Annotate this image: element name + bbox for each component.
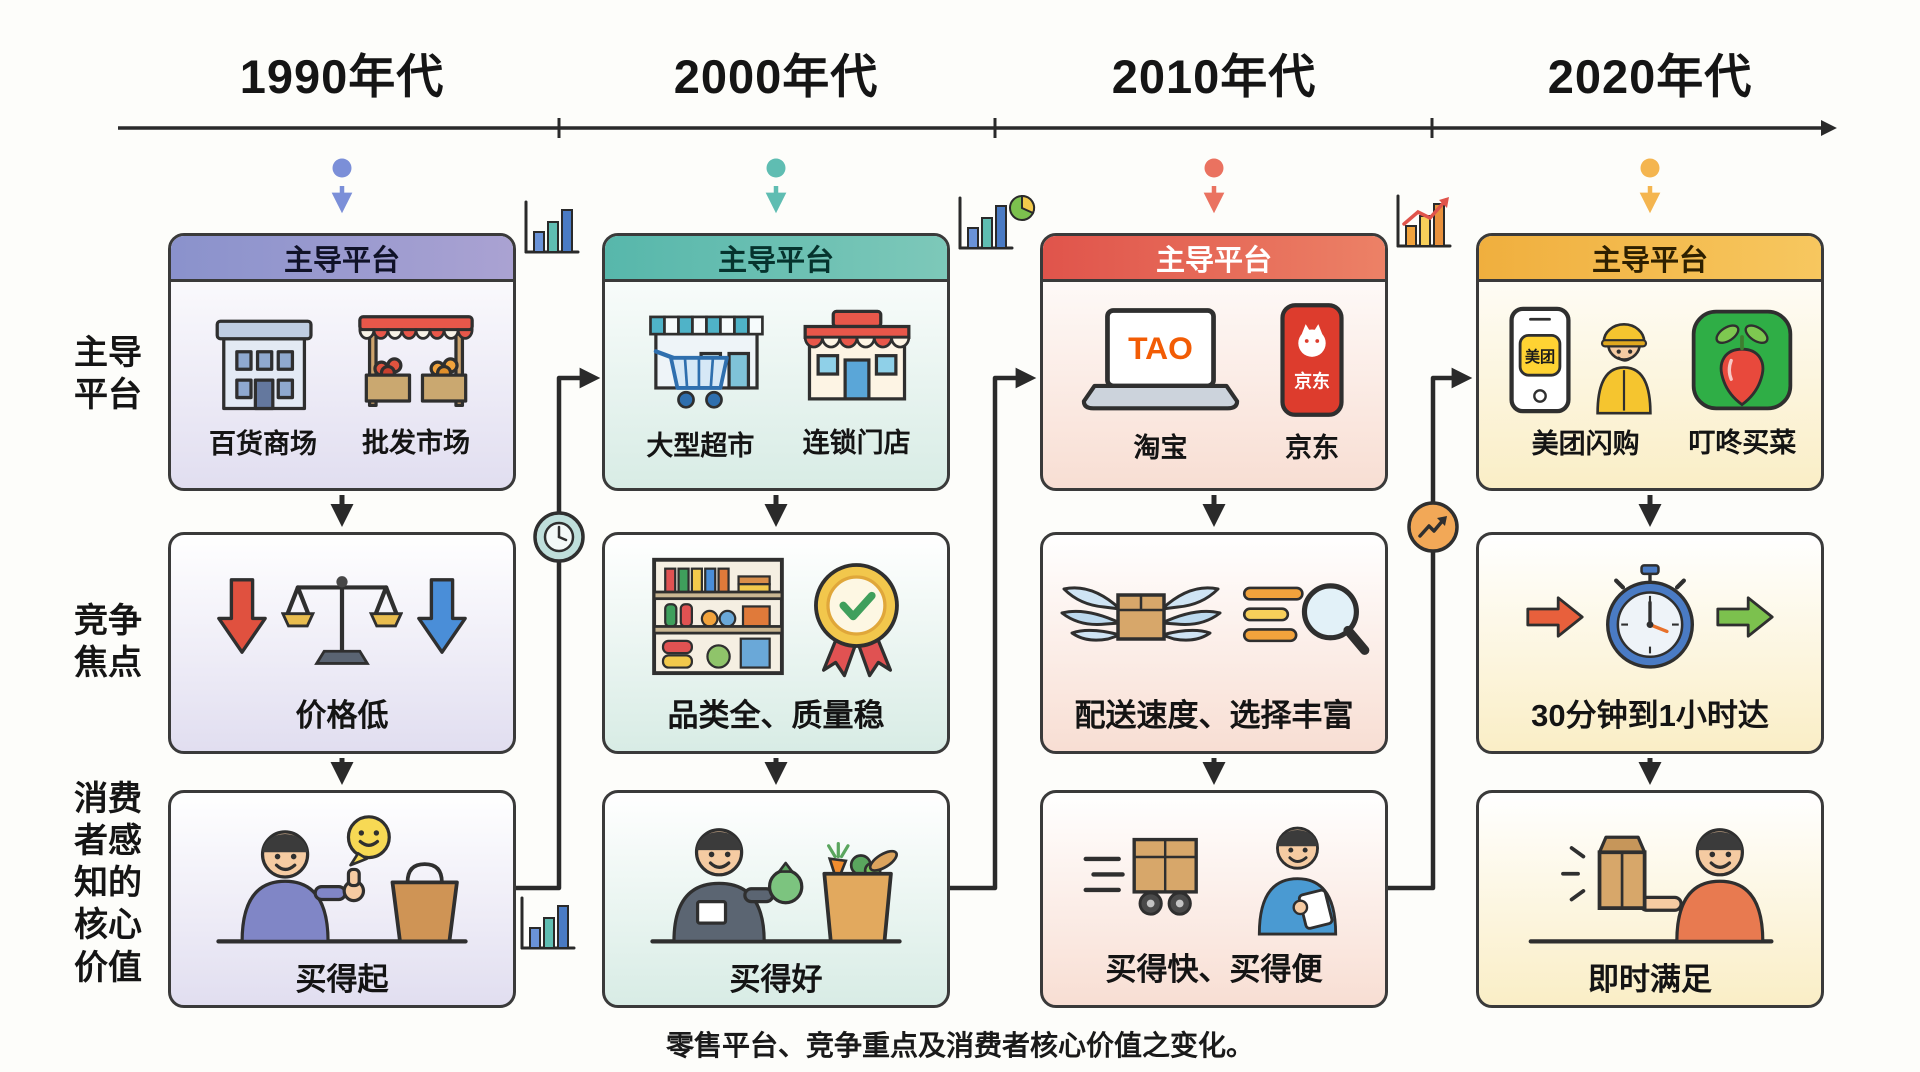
chain-store-icon (792, 306, 922, 414)
mini-chart-pie-icon (958, 194, 1036, 250)
platform-item-label: 淘宝 (1133, 433, 1188, 463)
jd-screen-text: 京东 (1294, 370, 1330, 391)
decade-marker-2000s (765, 158, 787, 214)
flow-arrows (330, 367, 1662, 891)
happy-customer-thumbs-up-icon (192, 805, 492, 950)
platform-item-jd: 京东 京东 (1274, 301, 1350, 465)
competition-box-2000s: 品类全、质量稳 (602, 532, 950, 754)
jd-phone-icon: 京东 (1274, 301, 1350, 419)
row-label-competition: 竞争 焦点 (74, 602, 142, 683)
competition-label: 价格低 (295, 698, 389, 733)
competition-box-1990s: 价格低 (168, 532, 516, 754)
balance-scale-icon (281, 563, 403, 671)
platform-box-header: 主导平台 (1043, 236, 1385, 282)
decade-label-2000s: 2000年代 (673, 50, 879, 103)
value-label: 买得起 (295, 962, 389, 997)
mini-bar-chart-icon (520, 896, 576, 950)
stocked-shelves-icon (643, 553, 793, 681)
platform-box-2000s: 主导平台 (602, 233, 950, 491)
platform-item-label: 美团闪购 (1531, 429, 1640, 459)
competition-label: 品类全、质量稳 (667, 698, 885, 733)
competition-box-2020s: 30分钟到1小时达 (1476, 532, 1824, 754)
value-label: 买得好 (729, 962, 823, 997)
meituan-phone-icon: 美团 (1504, 305, 1576, 415)
platform-item-chain-store: 连锁门店 (792, 306, 922, 460)
department-store-icon (203, 306, 323, 415)
decade-label-2020s: 2020年代 (1547, 50, 1753, 103)
value-label: 买得快、买得便 (1105, 952, 1323, 987)
platform-box-header: 主导平台 (1479, 236, 1821, 282)
platform-item-label: 大型超市 (646, 430, 755, 461)
value-box-1990s: 买得起 (168, 790, 516, 1008)
mini-trend-chart-icon (1396, 194, 1452, 248)
stopwatch-icon (1599, 562, 1701, 672)
competition-label: 30分钟到1小时达 (1531, 698, 1769, 733)
value-box-2020s: 即时满足 (1476, 790, 1824, 1008)
platform-item-taobao: TAO 淘宝 (1078, 301, 1243, 465)
value-label: 即时满足 (1588, 962, 1712, 997)
platform-box-header: 主导平台 (605, 236, 947, 282)
platform-item-meituan: 美团 (1504, 305, 1668, 461)
price-down-red-arrow-icon (215, 576, 269, 657)
speed-arrow-green-icon (1713, 589, 1777, 645)
shopping-bag-icon (390, 880, 459, 944)
competition-box-2010s: 配送速度、选择丰富 (1040, 532, 1388, 754)
market-stall-icon (351, 306, 481, 414)
platform-box-header: 主导平台 (171, 236, 513, 282)
winged-parcel-icon (1056, 567, 1226, 667)
platform-box-2020s: 主导平台 美团 (1476, 233, 1824, 491)
customer-money-bag-icon (626, 805, 926, 950)
customer-mobile-icon (1245, 808, 1350, 937)
timeline-axis (118, 118, 1837, 138)
quality-badge-icon (805, 554, 909, 680)
taobao-screen-text: TAO (1128, 330, 1193, 366)
platform-item-label: 百货商场 (209, 428, 317, 459)
value-box-2000s: 买得好 (602, 790, 950, 1008)
decade-marker-2010s (1203, 158, 1225, 214)
decade-label-1990s: 1990年代 (239, 50, 445, 103)
growth-badge-icon (1407, 501, 1459, 553)
meituan-app-text: 美团 (1525, 348, 1555, 366)
mini-bar-chart-icon (524, 200, 580, 254)
value-box-2010s: 买得快、买得便 (1040, 790, 1388, 1008)
row-label-value: 消费 者感 知的 核心 价值 (74, 780, 142, 987)
instant-package-icon (1500, 805, 1800, 950)
price-down-blue-arrow-icon (415, 576, 469, 657)
supermarket-cart-icon (630, 304, 770, 417)
satisfied-customer-icon (1675, 879, 1765, 944)
decade-marker-2020s (1639, 158, 1661, 214)
taobao-laptop-icon: TAO (1078, 301, 1243, 419)
clock-badge-icon (533, 511, 585, 563)
figure-caption: 零售平台、竞争重点及消费者核心价值之变化。 (665, 1030, 1254, 1061)
competition-label: 配送速度、选择丰富 (1074, 698, 1354, 733)
grocery-bag-icon (827, 857, 848, 887)
platform-item-wholesale-market: 批发市场 (351, 306, 481, 460)
rolling-parcel-icon (1078, 822, 1233, 924)
platform-item-label: 叮咚买菜 (1688, 428, 1797, 458)
platform-item-supermarket: 大型超市 (630, 304, 770, 463)
decade-label-2010s: 2010年代 (1111, 50, 1317, 103)
delivery-rider-icon (1580, 305, 1668, 415)
platform-item-department-store: 百货商场 (203, 306, 323, 461)
platform-item-dingdong: 叮咚买菜 (1688, 306, 1796, 460)
search-options-icon (1238, 565, 1373, 669)
dingdong-radish-app-icon (1688, 306, 1796, 414)
platform-box-1990s: 主导平台 百货商场 (168, 233, 516, 491)
row-label-platform: 主导 平台 (74, 334, 142, 415)
platform-box-2010s: 主导平台 TAO 淘宝 (1040, 233, 1388, 491)
speed-arrow-red-icon (1523, 589, 1587, 645)
decade-marker-1990s (331, 158, 353, 214)
platform-item-label: 批发市场 (362, 428, 470, 458)
platform-item-label: 连锁门店 (802, 428, 911, 458)
platform-item-label: 京东 (1285, 433, 1339, 463)
smiley-speech-bubble-icon (346, 815, 391, 860)
